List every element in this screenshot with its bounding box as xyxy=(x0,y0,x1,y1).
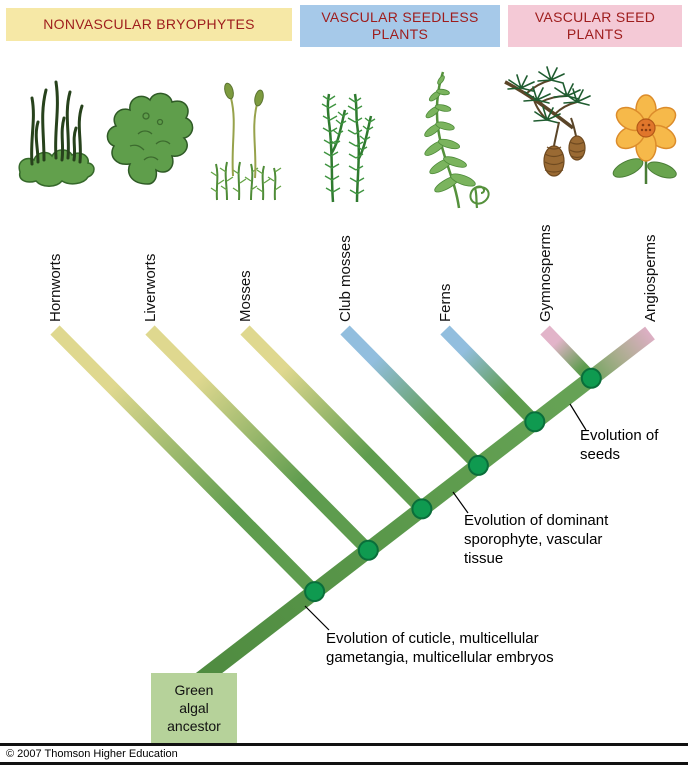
branch-hornworts xyxy=(50,325,320,597)
pine-cone xyxy=(543,145,565,177)
node-vascular-plants xyxy=(467,454,489,476)
cone-stalks xyxy=(553,117,577,147)
annotation-evolution-of-cuticle: Evolution of cuticle, multicellular game… xyxy=(326,630,554,666)
fern-pinnae xyxy=(424,75,476,193)
fern-fiddlehead xyxy=(469,185,490,205)
pine-cone-scales xyxy=(544,146,564,173)
pine-cone xyxy=(568,135,586,161)
leader-line-cuticle xyxy=(304,605,330,631)
fiddlehead-stem xyxy=(473,187,479,209)
node-2 xyxy=(357,539,379,561)
annotation-evolution-of-seeds: Evolution of seeds xyxy=(580,427,659,463)
flower-leaf xyxy=(647,161,677,179)
moss-leaves xyxy=(210,167,282,193)
node-5 xyxy=(524,411,546,433)
liverwort-thallus xyxy=(106,92,194,185)
node-land-plants xyxy=(304,581,326,603)
branch-liverworts xyxy=(145,325,373,555)
fern-plant-icon xyxy=(424,71,490,209)
moss-capsule xyxy=(254,89,264,107)
annotation-leader-lines xyxy=(304,403,587,631)
tree-branches xyxy=(50,325,596,597)
green-algal-ancestor-label: Green algal ancestor xyxy=(167,681,221,735)
liverwort-gemma-cup xyxy=(142,112,150,120)
group-header-vascular-seedless: VASCULAR SEEDLESS PLANTS xyxy=(300,5,500,47)
flower-center xyxy=(636,118,656,138)
footer-divider xyxy=(0,743,688,746)
green-algal-ancestor-box: Green algal ancestor xyxy=(151,673,237,743)
group-header-nonvascular-bryophytes: NONVASCULAR BRYOPHYTES xyxy=(6,8,292,41)
leader-line-seeds xyxy=(569,403,587,431)
annotation-evolution-of-vascular: Evolution of dominant sporophyte, vascul… xyxy=(464,512,609,567)
flower-leaf xyxy=(612,158,644,178)
bottom-edge-line xyxy=(0,762,688,765)
conifer-branch xyxy=(504,80,575,130)
branch-mosses xyxy=(240,325,427,514)
gymnosperm-plant-icon xyxy=(504,66,591,177)
angiosperm-flower-icon xyxy=(612,94,677,184)
liverwort-gemma-cup xyxy=(156,118,164,126)
club-moss-plant-icon xyxy=(321,93,376,203)
branch-club-mosses xyxy=(340,325,484,470)
conifer-needles xyxy=(507,66,591,124)
hornwort-plant-icon xyxy=(18,80,95,187)
branch-gymnosperms xyxy=(540,325,596,383)
group-header-label: NONVASCULAR BRYOPHYTES xyxy=(43,15,255,32)
moss-capsule xyxy=(224,82,234,100)
copyright-text: © 2007 Thomson Higher Education xyxy=(6,748,178,760)
node-3 xyxy=(411,498,433,520)
moss-shoots xyxy=(215,161,277,201)
leader-line-vascular xyxy=(452,491,469,514)
branch-ferns xyxy=(440,325,540,427)
moss-plant-icon xyxy=(210,82,282,201)
hornwort-horns xyxy=(30,80,84,166)
liverwort-plant-icon xyxy=(106,92,194,185)
node-seed-plants xyxy=(580,367,602,389)
flower-center-dots xyxy=(640,123,652,132)
pine-cone-scales xyxy=(569,141,585,159)
group-header-label: VASCULAR SEEDLESS PLANTS xyxy=(321,8,479,43)
club-moss-needles xyxy=(321,95,376,195)
tree-nodes xyxy=(304,367,602,603)
group-header-label: VASCULAR SEED PLANTS xyxy=(534,8,656,43)
moss-setae xyxy=(230,97,258,179)
liverwort-markings xyxy=(129,130,171,161)
group-header-vascular-seed: VASCULAR SEED PLANTS xyxy=(508,5,682,47)
